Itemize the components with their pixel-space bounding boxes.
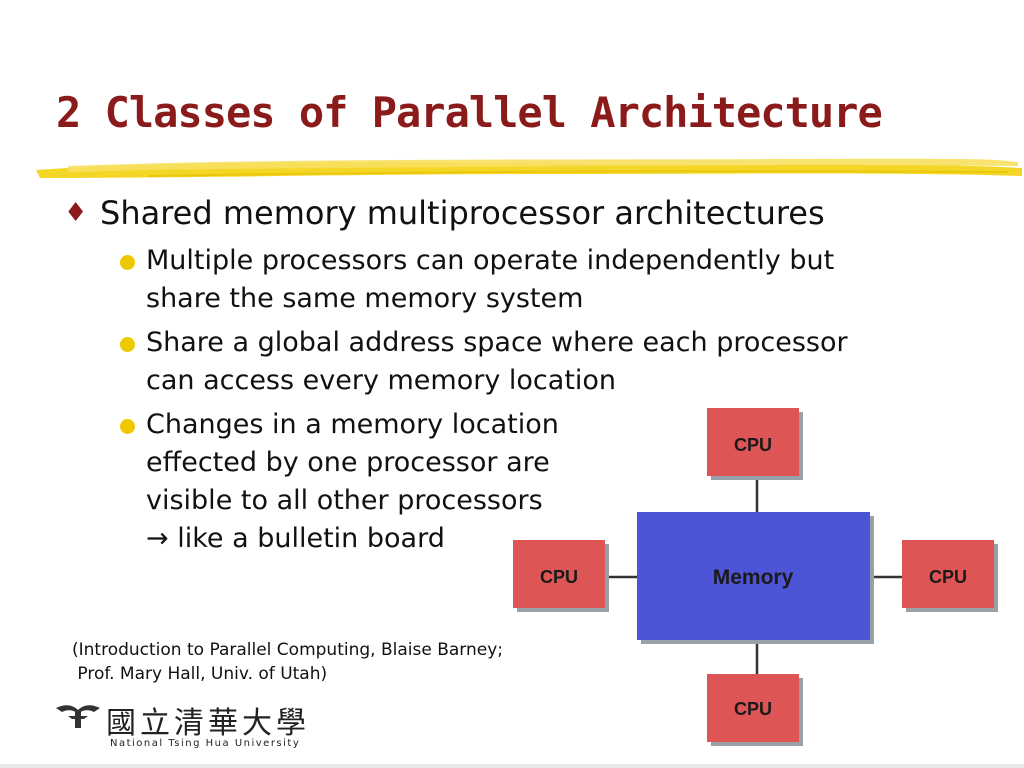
cpu-bottom: CPU <box>707 674 803 746</box>
slide-bottom-bar <box>0 764 1024 768</box>
logo-chinese-name: 國立清華大學 <box>106 706 310 741</box>
bullet-level1: ♦ Shared memory multiprocessor architect… <box>60 190 960 236</box>
cpu-label: CPU <box>540 567 578 587</box>
title-underline-stroke <box>36 158 1022 178</box>
citation-line: (Introduction to Parallel Computing, Bla… <box>72 640 503 660</box>
connector-lines <box>605 476 902 674</box>
bullet-text: Shared memory multiprocessor architectur… <box>100 194 825 232</box>
cpu-label: CPU <box>929 567 967 587</box>
cpu-right: CPU <box>902 540 998 612</box>
bullet-level2: Changes in a memory location effected by… <box>60 406 960 558</box>
citation-line: Prof. Mary Hall, Univ. of Utah) <box>72 664 328 684</box>
dot-bullet-icon <box>120 337 135 352</box>
cpu-label: CPU <box>734 699 772 719</box>
memory-block: Memory <box>637 512 874 644</box>
bullet-text-line: Changes in a memory location <box>146 409 559 440</box>
bullet-text-line: share the same memory system <box>146 283 584 314</box>
bullet-text-line: can access every memory location <box>146 365 617 396</box>
cpu-left: CPU <box>513 540 609 612</box>
cpu-label: CPU <box>734 435 772 455</box>
arrow-right-icon: → <box>146 523 169 554</box>
university-logo: 國立清華大學 National Tsing Hua University <box>54 698 314 756</box>
logo-english-name: National Tsing Hua University <box>110 738 301 749</box>
university-emblem-icon <box>56 705 100 728</box>
bullet-level2: Multiple processors can operate independ… <box>60 242 960 318</box>
bullet-list: ♦ Shared memory multiprocessor architect… <box>60 190 960 558</box>
bullet-text-line: effected by one processor are <box>146 447 550 478</box>
bullet-text-line: → like a bulletin board <box>146 520 960 558</box>
cpu-top: CPU <box>707 408 803 480</box>
shared-memory-diagram: Memory CPU CPU CPU CPU <box>513 408 998 746</box>
slide-title: 2 Classes of Parallel Architecture <box>56 88 883 137</box>
bullet-text: like a bulletin board <box>177 523 445 554</box>
diamond-bullet-icon: ♦ <box>64 198 88 228</box>
bullet-text-line: visible to all other processors <box>146 485 543 516</box>
bullet-text-line: Multiple processors can operate independ… <box>146 245 835 276</box>
dot-bullet-icon <box>120 419 135 434</box>
bullet-level2: Share a global address space where each … <box>60 324 960 400</box>
citation: (Introduction to Parallel Computing, Bla… <box>72 638 503 686</box>
bullet-text-line: Share a global address space where each … <box>146 327 848 358</box>
dot-bullet-icon <box>120 255 135 270</box>
memory-label: Memory <box>713 566 794 589</box>
